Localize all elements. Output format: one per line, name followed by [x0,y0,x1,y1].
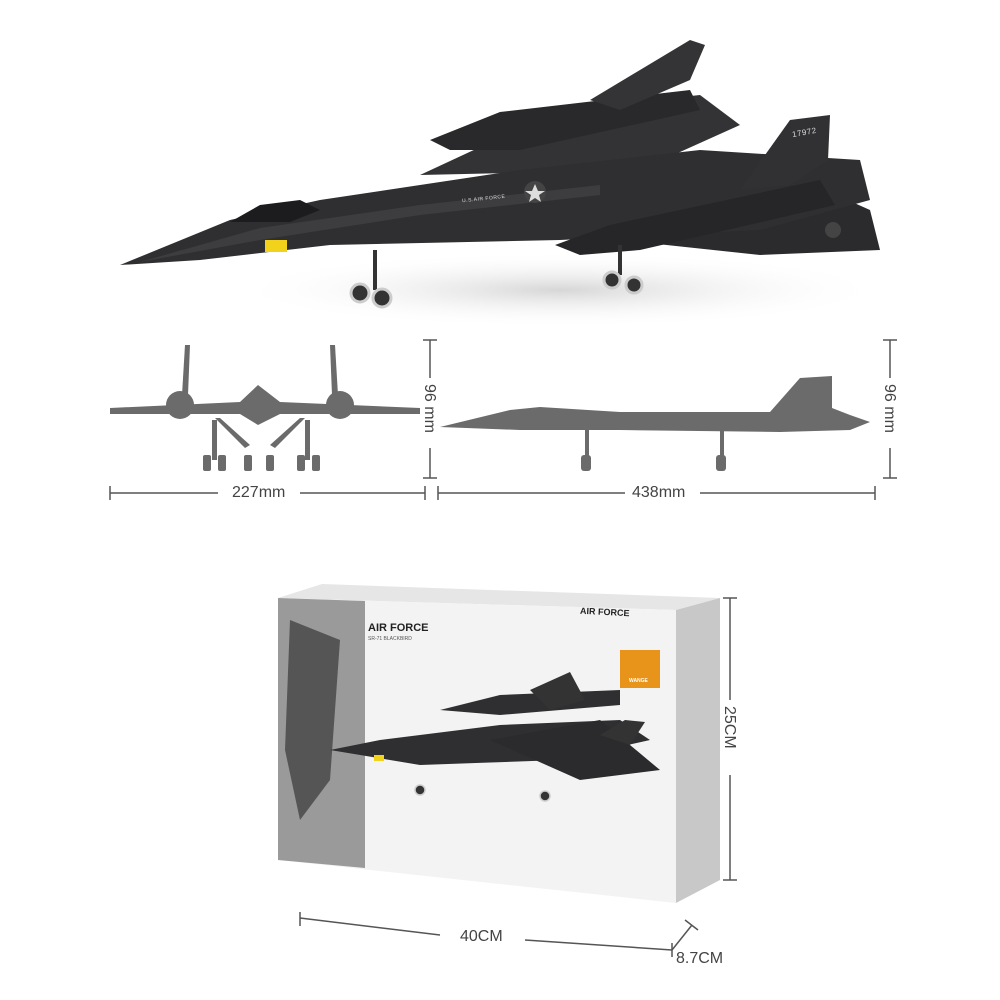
aircraft-upper-tail [590,40,705,110]
aircraft-fuselage [120,150,870,265]
side-view-silhouette [440,376,870,471]
aircraft-front-wheel [349,282,371,304]
dimension-lines [109,339,897,957]
side-length-label: 438mm [632,484,686,501]
side-height-label: 96 mm [881,384,898,433]
box-title: AIR FORCE [368,622,429,634]
box-subtitle: SR-71 BLACKBIRD [368,636,412,642]
product-box [278,584,720,903]
front-width-label: 227mm [232,484,286,501]
aircraft-cockpit [230,200,320,222]
box-logo-badge [620,650,660,688]
front-view-silhouette [110,345,420,471]
aircraft-rear-wheel [602,270,622,290]
aircraft-shadow [230,252,890,328]
aircraft-warning-decal [265,240,287,252]
box-depth-label: 8.7CM [676,950,724,967]
box-length-label: 40CM [460,928,503,945]
aircraft-wing-roundel [825,222,841,238]
aircraft-lower-engine [555,180,835,255]
front-height-label: 96 mm [421,384,438,433]
box-brand: WANGE [629,678,648,684]
aircraft-lower-tail [740,115,830,190]
box-height-label: 25CM [721,706,738,749]
aircraft-upper-engine [430,90,700,150]
